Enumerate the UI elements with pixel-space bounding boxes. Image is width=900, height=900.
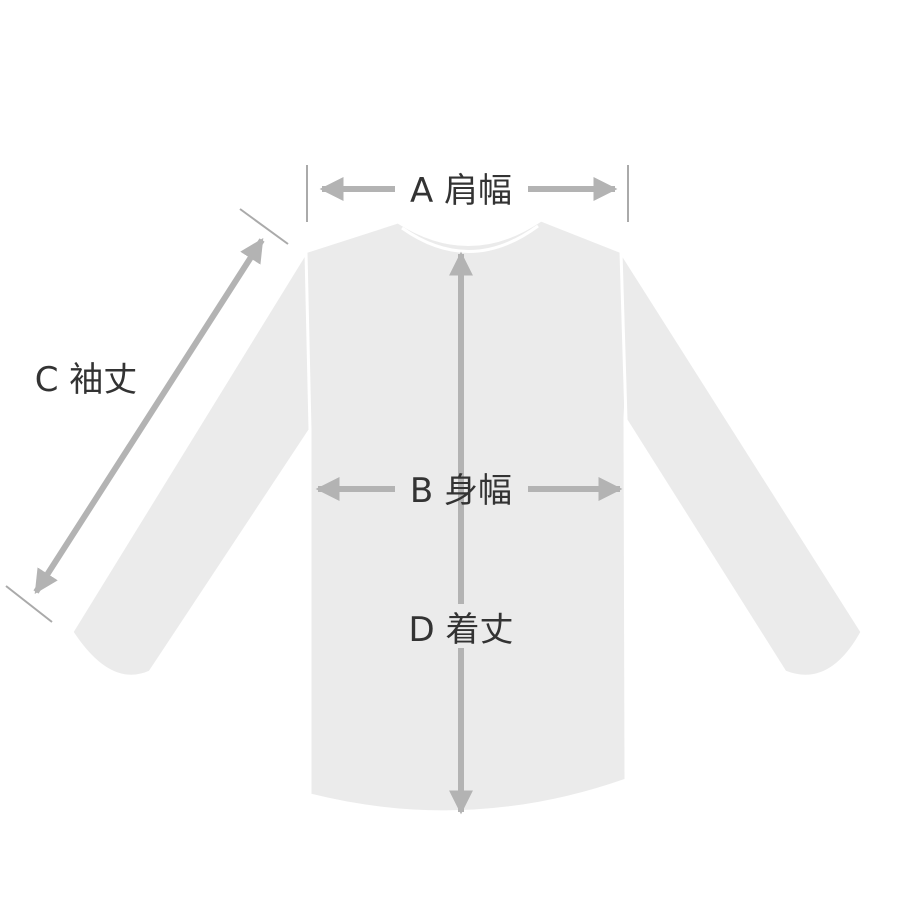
label-d-background [398,604,528,648]
label-shoulder-width: A 肩幅 [410,171,512,211]
left-sleeve [70,246,312,678]
sleeve-guide-bottom [5,585,53,623]
shirt-silhouette [70,218,864,814]
neckline [401,224,539,253]
right-sleeve [619,246,864,678]
sleeve-length-arrow [33,237,265,595]
label-sleeve-length: C 袖丈 [35,360,138,400]
shirt-body [301,218,629,814]
label-body-width: B 身幅 [410,471,512,511]
label-body-length: D 着丈 [409,610,514,650]
sleeve-guide-top [239,208,289,245]
